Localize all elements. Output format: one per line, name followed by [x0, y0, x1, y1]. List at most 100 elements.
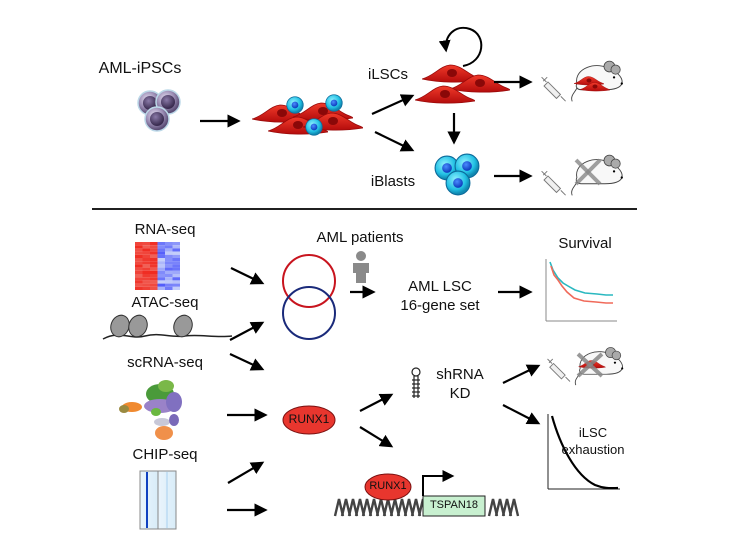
- gene-set-line1: AML LSC: [408, 278, 472, 295]
- exhaustion-plot: [547, 414, 620, 490]
- heatmap-cell: [157, 286, 165, 290]
- venn-circle-red: [282, 254, 336, 308]
- heatmap-cell: [150, 248, 158, 252]
- heatmap-cell: [135, 270, 143, 274]
- heatmap-cell: [157, 264, 165, 268]
- exhaustion-line1: iLSC: [578, 425, 608, 440]
- heatmap-cell: [142, 248, 150, 252]
- arrow-runx1-to-shrna: [359, 393, 394, 412]
- helix-turn: [396, 498, 408, 517]
- heatmap-cell: [172, 267, 180, 271]
- heatmap-cell: [150, 280, 158, 284]
- heatmap-cell: [172, 242, 180, 246]
- heatmap-cell: [157, 267, 165, 271]
- helix-turn: [494, 498, 506, 517]
- shrna-line1: shRNA: [436, 366, 484, 383]
- heatmap-cell: [142, 264, 150, 268]
- heatmap-cell: [172, 264, 180, 268]
- heatmap-cell: [165, 245, 173, 249]
- heatmap-cell: [142, 251, 150, 255]
- heatmap-cell: [142, 267, 150, 271]
- helix-turn: [361, 498, 373, 517]
- heatmap-cell: [157, 254, 165, 258]
- heatmap-cell: [157, 258, 165, 262]
- heatmap-cell: [135, 254, 143, 258]
- survival-plot: [545, 259, 617, 322]
- rna-seq-heatmap: [135, 242, 180, 290]
- shrna-kd-label: shRNA KD: [425, 365, 495, 403]
- heatmap-cell: [142, 254, 150, 258]
- heatmap-cell: [135, 267, 143, 271]
- tss-arrow-icon: [422, 470, 455, 496]
- heatmap-cell: [165, 274, 173, 278]
- heatmap-cell: [157, 261, 165, 265]
- heatmap-cell: [142, 258, 150, 262]
- heatmap-cell: [172, 251, 180, 255]
- shrna-hairpin-icon: [411, 367, 421, 398]
- arrow-to-ilsc: [371, 94, 415, 116]
- heatmap-cell: [150, 264, 158, 268]
- heatmap-cell: [150, 245, 158, 249]
- helix-turn: [340, 498, 352, 517]
- heatmap-cell: [172, 283, 180, 287]
- survival-curve-teal: [549, 261, 613, 296]
- heatmap-cell: [150, 286, 158, 290]
- heatmap-cell: [172, 270, 180, 274]
- ilscs-label: iLSCs: [367, 66, 408, 83]
- exhaustion-decay-curve: [550, 415, 619, 490]
- atac-seq-label: ATAC-seq: [131, 294, 199, 311]
- heatmap-cell: [172, 258, 180, 262]
- heatmap-cell: [135, 258, 143, 262]
- heatmap-cell: [157, 283, 165, 287]
- heatmap-cell: [150, 254, 158, 258]
- heatmap-cell: [135, 274, 143, 278]
- survival-curve-salmon: [550, 265, 613, 304]
- promoter-runx1-label: RUNX1: [369, 480, 407, 492]
- heatmap-cell: [135, 245, 143, 249]
- heatmap-cell: [150, 270, 158, 274]
- heatmap-cell: [165, 261, 173, 265]
- helix-turn: [501, 498, 513, 517]
- heatmap-cell: [135, 261, 143, 265]
- heatmap-cell: [135, 286, 143, 290]
- heatmap-cell: [135, 264, 143, 268]
- heatmap-cell: [142, 261, 150, 265]
- arrow-atac-to-venn: [229, 321, 265, 341]
- arrow-shrna-to-exhaustion: [502, 404, 541, 425]
- heatmap-cell: [157, 242, 165, 246]
- heatmap-cell: [135, 242, 143, 246]
- patient-person-icon: [353, 251, 369, 283]
- aml-ipsc-cluster: [137, 89, 181, 132]
- ilsc-exhaustion-label: iLSC exhaustion: [558, 424, 628, 458]
- heatmap-cell: [157, 277, 165, 281]
- heatmap-cell: [172, 248, 180, 252]
- heatmap-cell: [157, 274, 165, 278]
- iblasts-label: iBlasts: [370, 173, 416, 190]
- iblast-cells: [434, 153, 480, 196]
- heatmap-cell: [142, 283, 150, 287]
- self-renewal-arrow-icon: [438, 26, 483, 67]
- helix-turn: [347, 498, 359, 517]
- heatmap-cell: [150, 261, 158, 265]
- arrow-chip-to-runx1: [227, 461, 265, 484]
- heatmap-cell: [172, 245, 180, 249]
- helix-turn: [333, 498, 345, 517]
- arrow-rna-to-venn: [230, 267, 265, 285]
- heatmap-cell: [165, 286, 173, 290]
- runx1-label: RUNX1: [288, 412, 330, 426]
- arrow-runx1-to-promoter: [359, 426, 394, 448]
- exhaustion-line2: exhaustion: [561, 442, 625, 457]
- heatmap-cell: [150, 242, 158, 246]
- gene-set-line2: 16-gene set: [400, 297, 480, 314]
- helix-turn: [508, 498, 520, 517]
- heatmap-cell: [157, 248, 165, 252]
- heatmap-cell: [172, 274, 180, 278]
- heatmap-cell: [165, 251, 173, 255]
- arrow-to-iblast: [374, 131, 415, 152]
- scrna-seq-umap-icon: [119, 380, 182, 440]
- heatmap-cell: [165, 258, 173, 262]
- arrow-atac-to-runx1: [229, 353, 265, 371]
- heatmap-cell: [172, 286, 180, 290]
- heatmap-cell: [142, 245, 150, 249]
- shrna-line2: KD: [449, 385, 471, 402]
